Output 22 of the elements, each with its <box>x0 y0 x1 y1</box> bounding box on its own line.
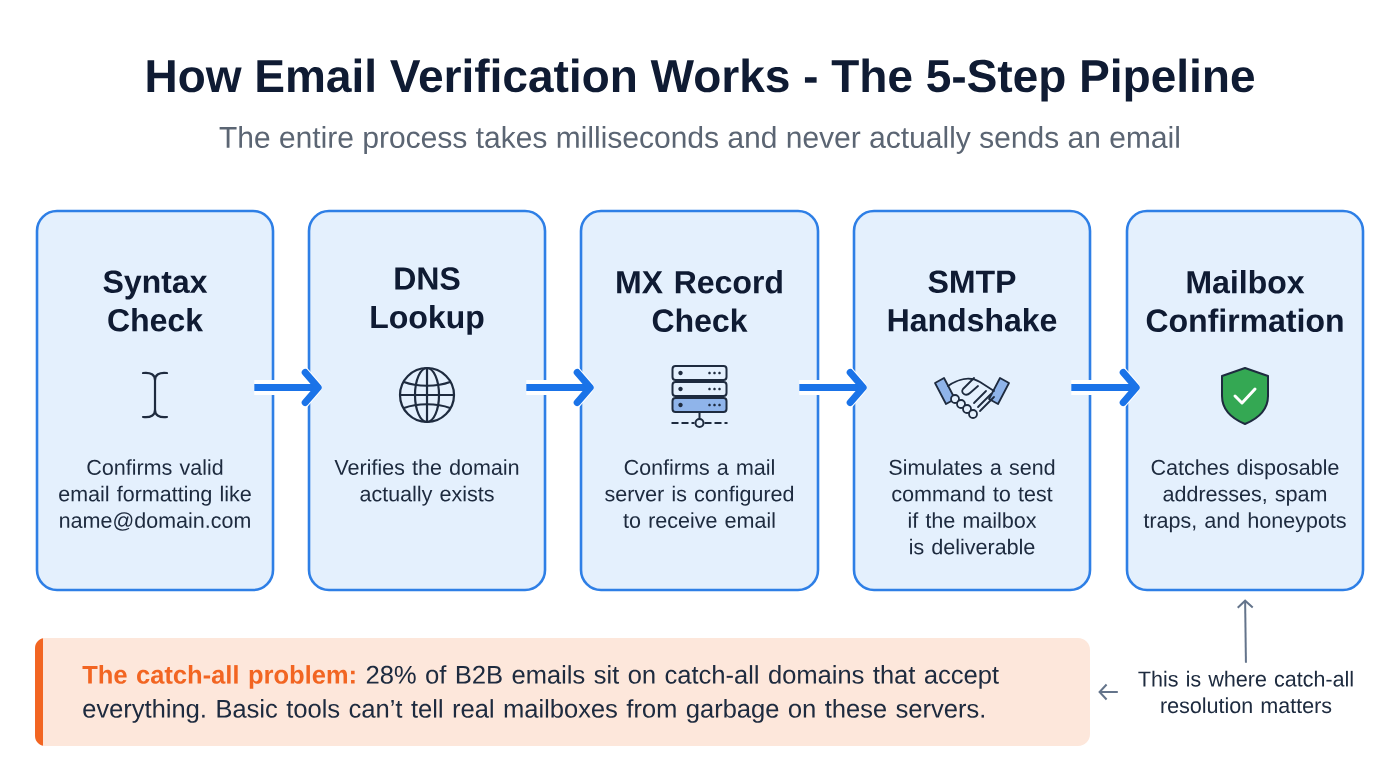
step-card <box>307 209 547 592</box>
callout-text: The catch-all problem: 28% of B2B emails sit on catch-all domains that accept everything. Basic tools can’t tell real mailboxes from garbage on these servers. <box>82 665 999 723</box>
step-description: Simulates a send command to test if the mailbox is deliverable <box>889 459 1055 555</box>
note-text: This is where catch-all resolution matters <box>1138 670 1353 714</box>
step-card <box>579 209 820 592</box>
step-title: Mailbox Confirmation <box>1146 270 1343 332</box>
title: How Email Verification Works - The 5-Step Pipeline <box>147 58 1254 102</box>
subtitle: The entire process takes milliseconds and never actually sends an email <box>219 126 1179 154</box>
step-title: Syntax Check <box>103 270 208 332</box>
step-title: SMTP Handshake <box>888 270 1057 332</box>
step-card <box>1125 209 1365 592</box>
step-title: DNS Lookup <box>371 267 484 335</box>
step-description: Verifies the domain actually exists <box>334 459 519 506</box>
step-description: Confirms a mail server is configured to receive email <box>605 459 794 528</box>
arrow <box>1098 683 1119 701</box>
step-card <box>35 209 275 592</box>
step-description: Confirms valid email formatting like name@domain.com <box>59 459 251 531</box>
arrow <box>1236 599 1254 664</box>
step-description: Catches disposable addresses, spam traps, and honeypots <box>1143 459 1346 533</box>
step-title: MX Record Check <box>617 270 782 332</box>
callout-box <box>35 638 1090 746</box>
step-card <box>852 209 1092 592</box>
